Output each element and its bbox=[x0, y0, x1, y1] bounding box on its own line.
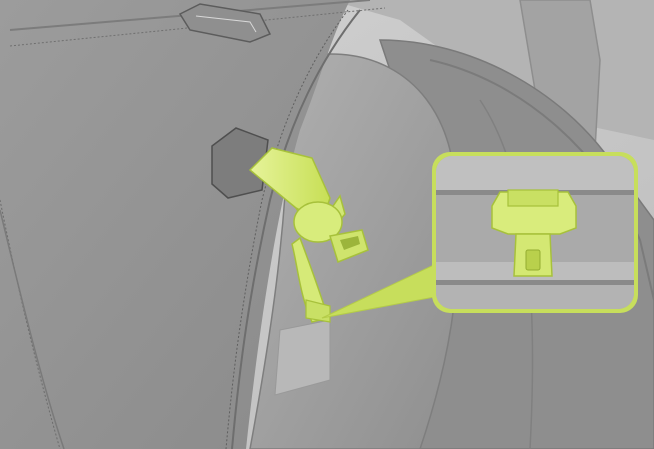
detail-callout bbox=[432, 152, 638, 313]
